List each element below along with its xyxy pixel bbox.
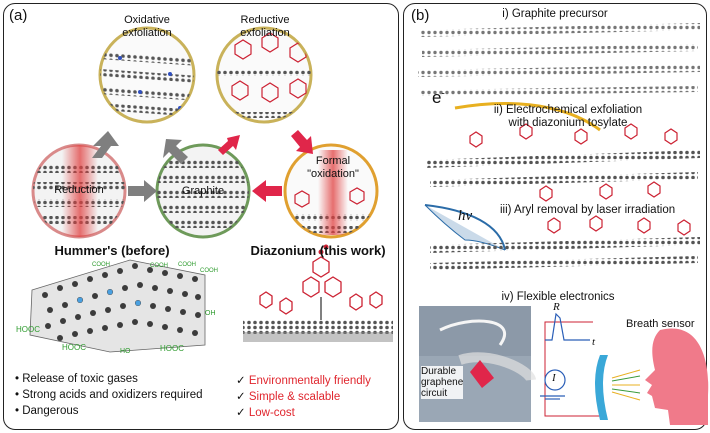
con-item: • Dangerous [15, 405, 79, 417]
oxidative-exfoliation-circle [98, 26, 196, 124]
hooc-label: HOOC [16, 325, 40, 334]
red-arrow-up [218, 135, 240, 155]
cooh-label: COOH [150, 263, 168, 269]
gray-arrow-left [92, 131, 119, 158]
resistance-label: R [553, 301, 560, 313]
hooc-label: HOOC [62, 343, 86, 352]
diazonium-structure [243, 244, 393, 342]
hummers-structure [29, 259, 206, 353]
graphite-precursor-sheets [418, 23, 700, 96]
step3-label: iii) Aryl removal by laser irradiation [500, 204, 676, 216]
formal-oxidation-circle [283, 143, 379, 239]
red-arrow-down [291, 130, 313, 154]
head-silhouette [645, 328, 709, 425]
diazonium-title: Diazonium (this work) [250, 243, 386, 258]
oh-label: OH [205, 310, 216, 317]
con-item: • Release of toxic gases [15, 373, 138, 385]
step4-label: iv) Flexible electronics [501, 291, 615, 303]
breath-sensor-label: Breath sensor [626, 318, 695, 330]
irradiated-sheets [430, 215, 700, 270]
panel-a-label: (a) [9, 7, 28, 24]
panel-b [403, 3, 707, 430]
pro-item: ✓ Low-cost [236, 407, 295, 419]
electron-label: e- [432, 88, 445, 107]
check-icon: ✓ [236, 391, 246, 403]
step1-label: i) Graphite precursor [502, 8, 608, 20]
con-item: • Strong acids and oxidizers required [15, 389, 203, 401]
hooc-label: HOOC [160, 344, 184, 353]
panel-a [3, 3, 399, 430]
check-icon: ✓ [236, 407, 246, 419]
cooh-label: COOH [92, 262, 110, 268]
pro-item: ✓ Environmentally friendly [236, 375, 371, 387]
reduction-circle [31, 143, 127, 239]
current-label: I [552, 372, 556, 384]
reductive-exfoliation-circle [215, 26, 313, 124]
sensor-element [595, 355, 608, 420]
cooh-label: COOH [200, 268, 218, 274]
exfoliated-sheets [425, 123, 700, 202]
graphite-label: Graphite [181, 185, 225, 197]
time-label: t [592, 336, 596, 348]
gray-arrow-center [128, 180, 157, 202]
hummers-title: Hummer's (before) [54, 243, 170, 258]
panel-b-label: (b) [411, 7, 430, 24]
formal-oxidation-label: Formal"oxidation" [307, 155, 359, 180]
red-arrow-left [252, 180, 282, 202]
graphite-circle [155, 143, 251, 239]
check-icon: ✓ [236, 375, 246, 387]
electron-wire [454, 102, 601, 132]
gray-arrow-right [163, 139, 188, 164]
pro-item: ✓ Simple & scalable [236, 391, 341, 403]
hv-label: hν [458, 208, 473, 224]
cooh-label: COOH [178, 262, 196, 268]
reduction-label: Reduction [54, 184, 104, 196]
ho-label: HO [120, 348, 131, 355]
